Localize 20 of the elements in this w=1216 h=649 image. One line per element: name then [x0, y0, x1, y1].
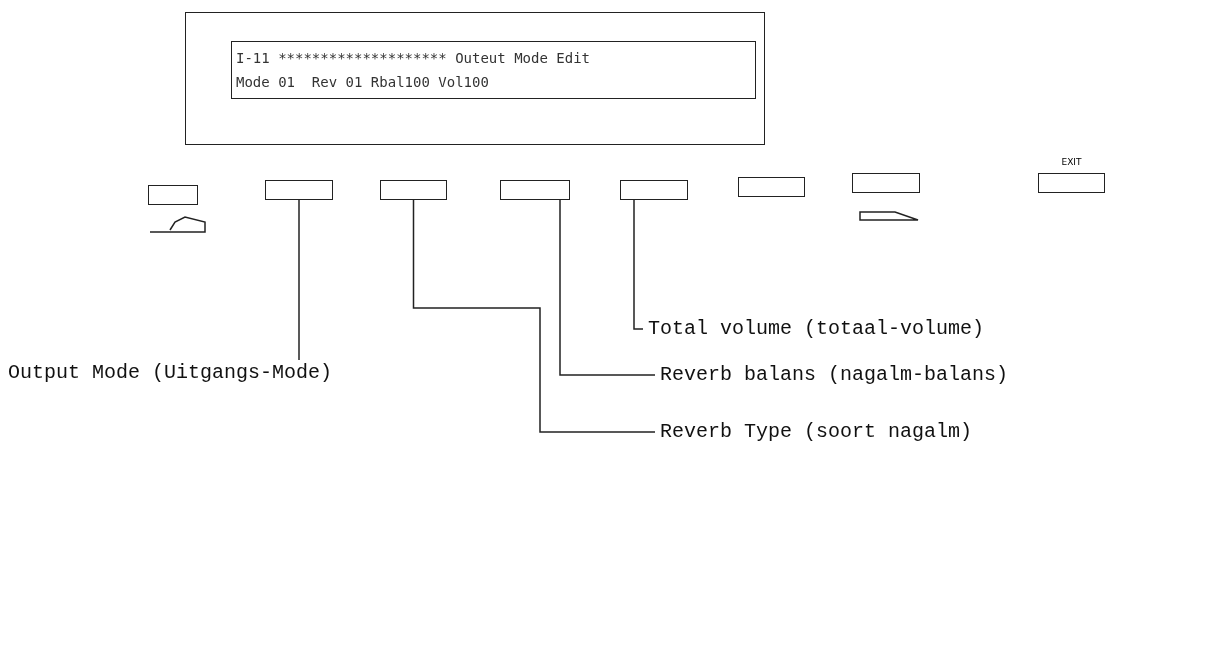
leader-line: [298, 199, 300, 361]
panel-button: [380, 180, 447, 200]
panel-button: [500, 180, 570, 200]
lcd-screen: [231, 41, 756, 99]
callout-label: Reverb balans (nagalm-balans): [660, 364, 1009, 386]
callout-label: Reverb Type (soort nagalm): [660, 421, 973, 443]
display-text: Mode 01 Rev 01 Rbal100 Vol100: [236, 73, 490, 92]
panel-button: [852, 173, 920, 193]
leader-line: [633, 199, 644, 330]
leader-line: [412, 199, 656, 433]
panel-button: [620, 180, 688, 200]
callout-label: Output Mode (Uitgangs-Mode): [8, 362, 333, 384]
button-caption: EXIT: [1060, 157, 1083, 167]
panel-button: [738, 177, 805, 197]
panel-button: [148, 185, 198, 205]
leader-line: [559, 199, 656, 376]
panel-button: [265, 180, 333, 200]
display-panel: [185, 12, 765, 145]
display-text: I-11 ******************** Outeut Mode Edit: [236, 49, 591, 68]
callout-label: Total volume (totaal-volume): [648, 318, 985, 340]
